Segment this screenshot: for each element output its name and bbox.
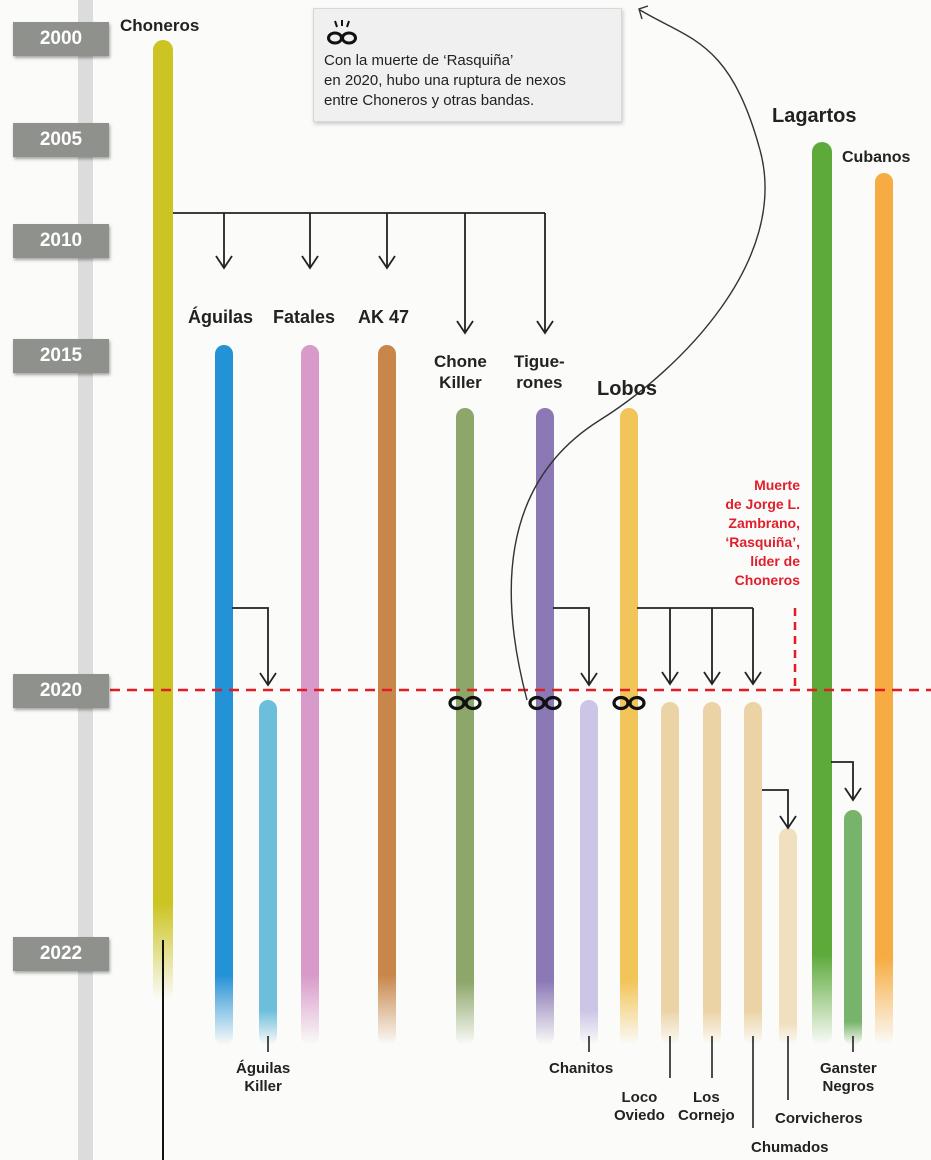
label-fatales: Fatales <box>273 307 336 327</box>
bar-ganster-negros <box>844 810 862 1045</box>
bar-choneros <box>153 40 173 1000</box>
broken-chain-icon <box>528 695 562 711</box>
bar-chanitos <box>580 700 598 1045</box>
label-chumados: Chumados <box>751 1139 829 1156</box>
arrowhead <box>259 672 277 687</box>
arrowhead <box>779 815 797 830</box>
label-line: Chone <box>434 352 487 371</box>
chain-link <box>628 695 646 711</box>
bar-tiguerones <box>536 408 554 1045</box>
bar-lobos <box>620 408 638 1045</box>
bar-fatales <box>301 345 319 1045</box>
label-aguilas: Águilas <box>188 307 254 327</box>
bar-los-cornejo <box>703 702 721 1045</box>
label-line: Águilas <box>236 1060 291 1077</box>
label-line: Cornejo <box>678 1107 735 1125</box>
label-tiguerones: Tigue- rones <box>514 352 565 393</box>
death-note-line: de Jorge L. <box>725 496 800 512</box>
chain-link <box>528 695 546 711</box>
label-line: Oviedo <box>614 1107 665 1125</box>
bar-aguilas-killer <box>259 700 277 1045</box>
branch-arrow <box>762 789 789 828</box>
callout-text: Con la muerte de ‘Rasquiña’ en 2020, hub… <box>324 51 566 111</box>
year-badge-2020: 2020 <box>13 674 109 708</box>
label-aguilas-killer: Águilas Killer <box>236 1060 290 1097</box>
year-badge-2022: 2022 <box>13 937 109 971</box>
death-note-line: Zambrano, <box>728 515 800 531</box>
arrowhead <box>456 320 474 335</box>
chain-link <box>464 695 482 711</box>
death-note-line: Muerte <box>754 477 800 493</box>
callout-line: en 2020, hubo una ruptura de nexos <box>324 72 566 89</box>
timeline-axis <box>78 0 93 1160</box>
arrowhead <box>844 787 862 802</box>
label-chanitos: Chanitos <box>549 1060 614 1077</box>
label-loco-oviedo: Loco Oviedo <box>614 1089 665 1126</box>
chain-link <box>544 695 562 711</box>
arrowhead <box>638 5 649 20</box>
year-badge-2010: 2010 <box>13 224 109 258</box>
arrowhead <box>215 255 233 270</box>
death-note-line: líder de <box>750 553 800 569</box>
label-line: Negros <box>822 1078 875 1096</box>
label-line: Killer <box>439 372 482 392</box>
chain-link <box>612 695 630 711</box>
label-line: Tigue- <box>514 352 565 371</box>
death-note: Muerte de Jorge L. Zambrano, ‘Rasquiña’,… <box>725 476 800 590</box>
label-choneros: Choneros <box>120 16 200 35</box>
bar-loco-oviedo <box>661 702 679 1045</box>
label-lobos: Lobos <box>597 378 657 400</box>
arrowhead <box>580 672 598 687</box>
label-line: Los <box>693 1089 720 1106</box>
label-los-cornejo: Los Cornejo <box>678 1089 735 1126</box>
label-line: rones <box>516 372 563 392</box>
branch-arrow <box>232 607 269 685</box>
chain-link <box>448 695 466 711</box>
arrowhead <box>661 671 679 686</box>
broken-chain-icon <box>327 20 357 45</box>
bar-ak47 <box>378 345 396 1045</box>
label-line: Killer <box>244 1078 282 1096</box>
branch-arrow <box>831 761 854 800</box>
arrowhead <box>703 671 721 686</box>
bar-lagartos <box>812 142 832 1045</box>
branch-arrow <box>553 607 590 685</box>
bar-aguilas <box>215 345 233 1045</box>
label-corvicheros: Corvicheros <box>775 1110 863 1127</box>
bar-corvicheros <box>744 702 762 1045</box>
callout-line: entre Choneros y otras bandas. <box>324 92 535 109</box>
label-line: Ganster <box>820 1060 877 1077</box>
year-badge-2000: 2000 <box>13 22 109 56</box>
bar-chone-killer <box>456 408 474 1045</box>
label-chone-killer: Chone Killer <box>434 352 487 393</box>
arrowhead <box>378 255 396 270</box>
arrowhead <box>744 671 762 686</box>
death-note-line: ‘Rasquiña’, <box>725 534 800 550</box>
arrowhead <box>301 255 319 270</box>
label-cubanos: Cubanos <box>842 149 911 166</box>
label-ak47: AK 47 <box>358 307 410 327</box>
bar-cubanos <box>875 173 893 1045</box>
callout-line: Con la muerte de ‘Rasquiña’ <box>324 52 514 69</box>
rupture-curve-arrow <box>510 9 766 701</box>
year-badge-2005: 2005 <box>13 123 109 157</box>
year-badge-2015: 2015 <box>13 339 109 373</box>
label-line: Loco <box>621 1089 658 1106</box>
bar-chumados <box>779 828 797 1045</box>
broken-chain-icon <box>612 695 646 711</box>
label-ganster-negros: Ganster Negros <box>820 1060 877 1097</box>
rupture-callout: Con la muerte de ‘Rasquiña’ en 2020, hub… <box>313 8 622 122</box>
broken-chain-icon <box>448 695 482 711</box>
label-lagartos: Lagartos <box>772 105 857 127</box>
death-note-line: Choneros <box>734 572 800 588</box>
arrowhead <box>536 320 554 335</box>
